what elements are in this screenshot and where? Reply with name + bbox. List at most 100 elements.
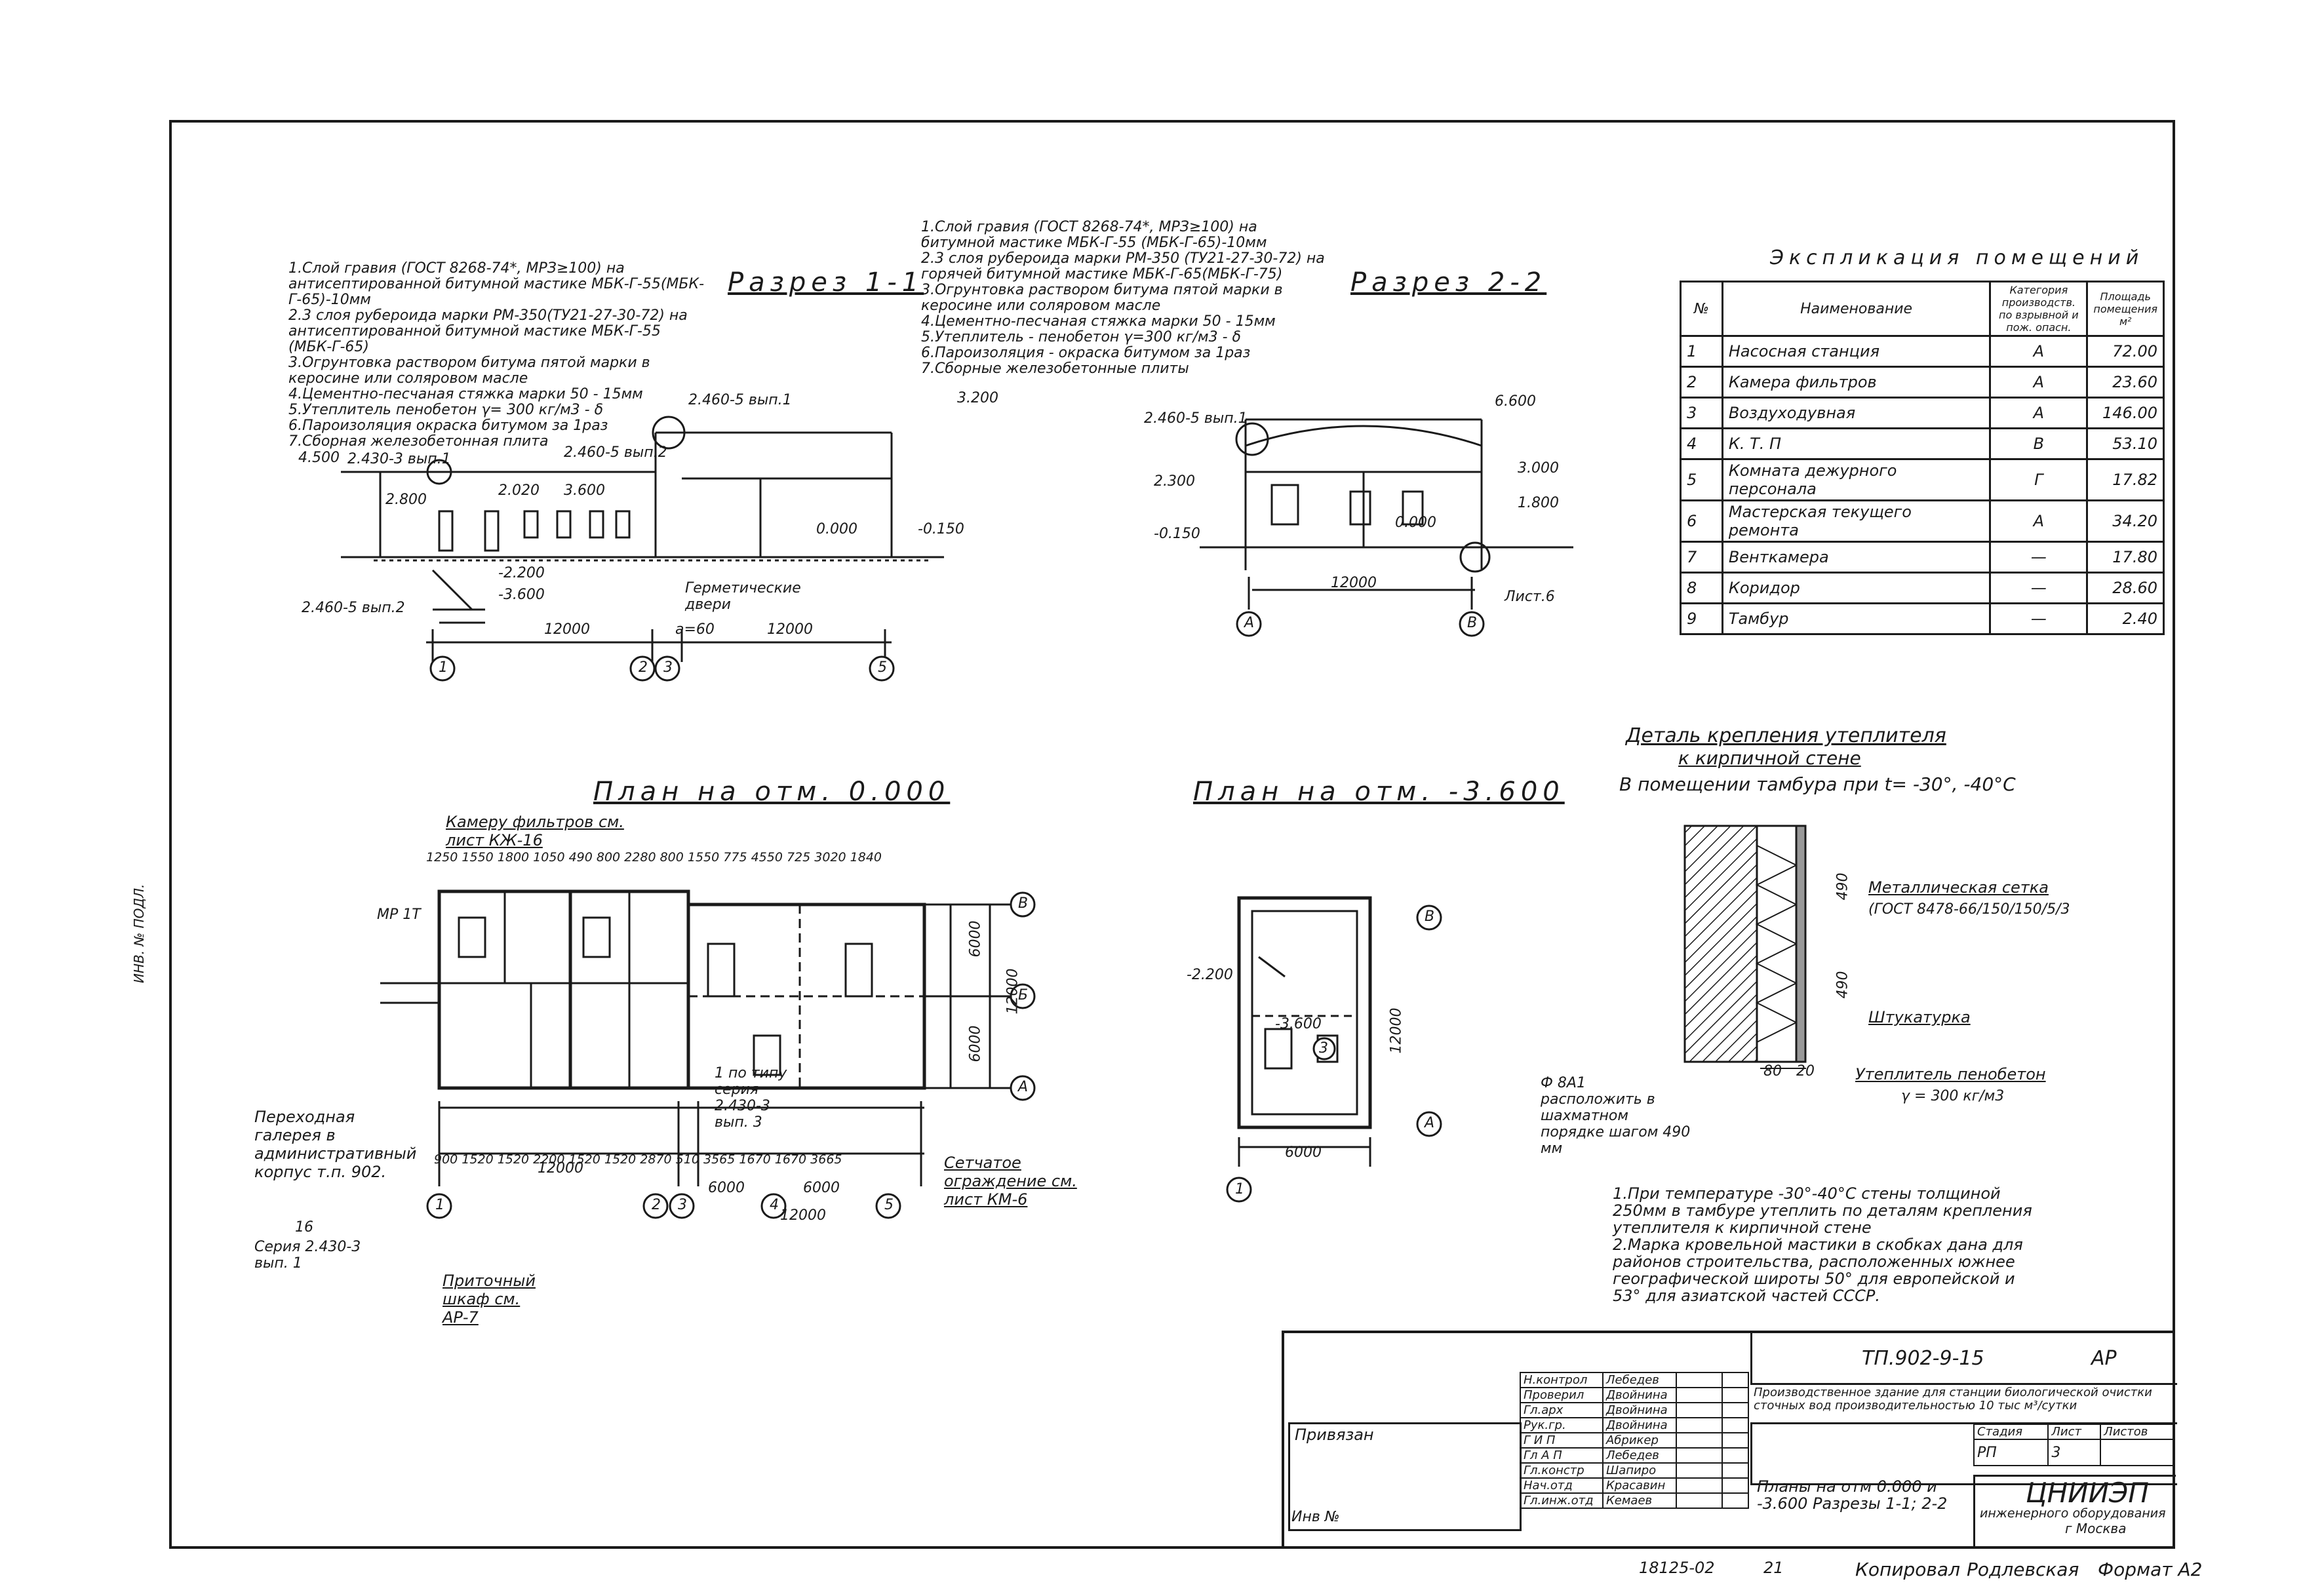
layer-3: 3.Огрунтовка раствором битума пятой марк… (921, 282, 1283, 314)
signature-cell (1676, 1432, 1723, 1449)
signature-cell (1676, 1417, 1723, 1433)
s2-elev-6600: 6.600 (1495, 393, 1536, 410)
s2-elev-0000: 0.000 (1395, 515, 1436, 531)
plan-0-title: План на отм. 0.000 (593, 777, 951, 807)
inv-label: Инв № (1291, 1509, 1340, 1525)
series-label: Серия 2.430-3 вып. 1 (254, 1239, 361, 1272)
layer-5: 5.Утеплитель - пенобетон γ=300 кг/м3 - δ (921, 329, 1241, 345)
elev-3600: 3.600 (564, 482, 605, 499)
cell: Лист (2047, 1424, 2102, 1440)
org-sub: инженерного оборудования (1980, 1506, 2166, 1521)
drawing-frame (169, 120, 2175, 1549)
signature-cell (1676, 1387, 1723, 1403)
mark-2460-1: 2.460-5 вып.1 (688, 392, 792, 408)
cell: 6 (1680, 499, 1723, 543)
dim-right-total: 12000 (1004, 968, 1021, 1015)
col-name: Наименование (1721, 281, 1992, 337)
cell: 17.80 (2086, 541, 2165, 574)
elev-0000: 0.000 (816, 521, 857, 537)
dim-right-2: 6000 (967, 1025, 984, 1062)
mark-mr1t: МР 1Т (377, 906, 421, 923)
detail-dim-490a: 490 (1834, 872, 1851, 901)
section-2-drawing (1200, 418, 1573, 637)
dim-total: 12000 (538, 1160, 583, 1177)
layer-6: 6.Пароизоляция окраска битумом за 1раз (288, 418, 608, 434)
dim-mid-2: 6000 (803, 1180, 840, 1196)
layer-1: 1.Слой гравия (ГОСТ 8268-74*, МРЗ≥100) н… (288, 260, 705, 308)
cell: — (1989, 572, 2089, 604)
axis-5-label: 5 (878, 659, 887, 676)
cell: Коридор (1721, 572, 1992, 604)
cell: Проверил (1520, 1387, 1604, 1403)
cell: Мастерская текущего ремонта (1721, 499, 1992, 543)
table-header: № Наименование Категория производств. по… (1680, 281, 2165, 337)
cell: Двойнина (1602, 1402, 1678, 1418)
plan-m-axis-3: 3 (1319, 1040, 1328, 1057)
cell: 53.10 (2086, 427, 2165, 460)
layer-7: 7.Сборная железобетонная плита (288, 433, 549, 450)
cell: 1 (1680, 335, 1723, 368)
plan0-axis-4: 4 (770, 1197, 779, 1213)
cell: Камера фильтров (1721, 366, 1992, 399)
table-row: Рук.гр.Двойнина (1520, 1417, 1749, 1433)
s2-elev-3000: 3.000 (1518, 460, 1559, 477)
plan0-axis-1: 1 (435, 1197, 444, 1213)
cell: Двойнина (1602, 1417, 1678, 1433)
cell (1722, 1402, 1749, 1418)
axis-a-label: А (1244, 615, 1255, 631)
col-no: № (1680, 281, 1723, 337)
explication-title: Экспликация помещений (1770, 246, 2144, 269)
linked-label: Привязан (1295, 1426, 1374, 1444)
section-1-drawing (341, 416, 944, 682)
cell: Гл.инж.отд (1520, 1492, 1604, 1509)
layer-5: 5.Утеплитель пенобетон γ= 300 кг/м3 - δ (288, 402, 604, 418)
vent-cabinet-label: Приточный шкаф см. АР-7 (443, 1272, 536, 1327)
cell: А (1989, 397, 2089, 429)
cell: Красавин (1602, 1477, 1678, 1494)
inventory-mark: ИНВ. № ПОДЛ. (131, 884, 147, 983)
cell: Венткамера (1721, 541, 1992, 574)
org-box (1973, 1475, 2176, 1547)
cell: А (1989, 335, 2089, 368)
footer-num: 18125-02 (1639, 1559, 1715, 1577)
gallery-label: Переходная галерея в административный ко… (254, 1108, 417, 1181)
stamp-suffix: АР (2091, 1347, 2117, 1370)
cell: Комната дежурного персонала (1721, 458, 1992, 501)
footer-format: Формат А2 (2098, 1559, 2203, 1580)
signature-cell (1676, 1462, 1723, 1479)
cell (1722, 1432, 1749, 1449)
note-2: 2.Марка кровельной мастики в скобках дан… (1613, 1236, 2023, 1305)
cell: В (1989, 427, 2089, 460)
signature-cell (1676, 1477, 1723, 1494)
cell: Насосная станция (1721, 335, 1992, 368)
plan-m-elev1: -2.200 (1187, 967, 1233, 983)
cell: Гл А П (1520, 1447, 1604, 1464)
detail-dim-490b: 490 (1834, 971, 1851, 999)
detail-dim-80: 80 (1763, 1063, 1782, 1080)
cell (1722, 1417, 1749, 1433)
detail-title: Деталь крепления утеплителя (1626, 724, 1946, 747)
cell (2100, 1439, 2174, 1466)
mesh-std: (ГОСТ 8478-66/150/150/5/3 (1868, 901, 2070, 918)
cell: 7 (1680, 541, 1723, 574)
signature-cell (1676, 1372, 1723, 1388)
cell: 23.60 (2086, 366, 2165, 399)
signature-cell (1676, 1402, 1723, 1418)
layer-4: 4.Цементно-песчаная стяжка марки 50 - 15… (288, 386, 643, 402)
s2-mark-1: 2.460-5 вып.1 (1144, 410, 1248, 427)
plan-0-drawing (380, 889, 1036, 1219)
dim-12000-b: 12000 (767, 621, 813, 638)
cell: Тамбур (1721, 602, 1992, 635)
signature-cell (1676, 1492, 1723, 1509)
cell: Г (1989, 458, 2089, 501)
stamp-code-row (1750, 1331, 2177, 1385)
stamp-sheet-row (1750, 1422, 2177, 1485)
plan-m3600-drawing (1226, 896, 1442, 1203)
